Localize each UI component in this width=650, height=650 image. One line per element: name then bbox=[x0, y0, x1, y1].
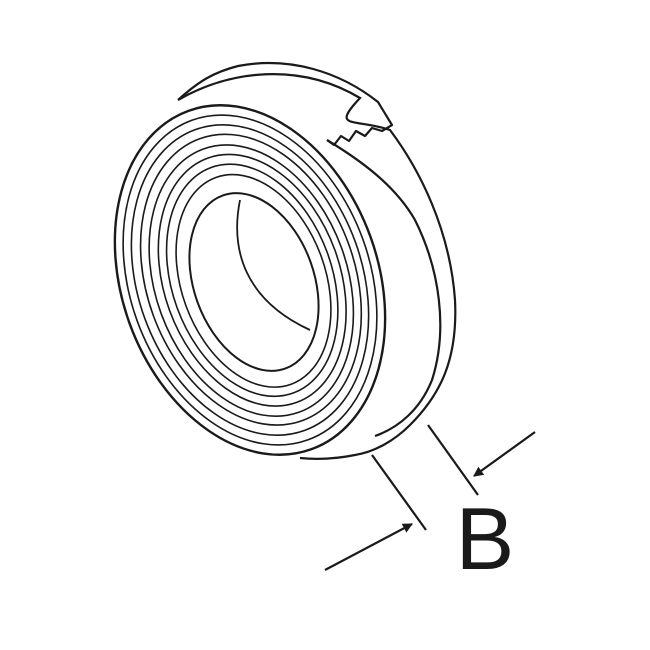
winding-ring bbox=[130, 124, 370, 436]
roll-inner-core bbox=[188, 192, 320, 372]
inner-core-depth-line bbox=[236, 199, 311, 331]
dimension-extension-line-left bbox=[371, 454, 427, 531]
roll-outer-band bbox=[177, 73, 457, 460]
winding-ring bbox=[139, 133, 363, 426]
winding-ring bbox=[165, 163, 339, 398]
tape-winding-rings bbox=[122, 114, 378, 446]
winding-ring bbox=[175, 173, 332, 388]
side-face-top-edge bbox=[326, 139, 442, 438]
winding-ring bbox=[122, 114, 378, 446]
dimension-arrow-left bbox=[324, 523, 413, 571]
dimension-extension-line-right bbox=[427, 424, 479, 496]
winding-ring bbox=[157, 153, 347, 407]
winding-ring bbox=[148, 144, 355, 417]
unwinding-strip bbox=[177, 61, 394, 147]
dimension-label-width: B bbox=[455, 489, 515, 588]
dimension-arrow-right bbox=[473, 431, 536, 477]
